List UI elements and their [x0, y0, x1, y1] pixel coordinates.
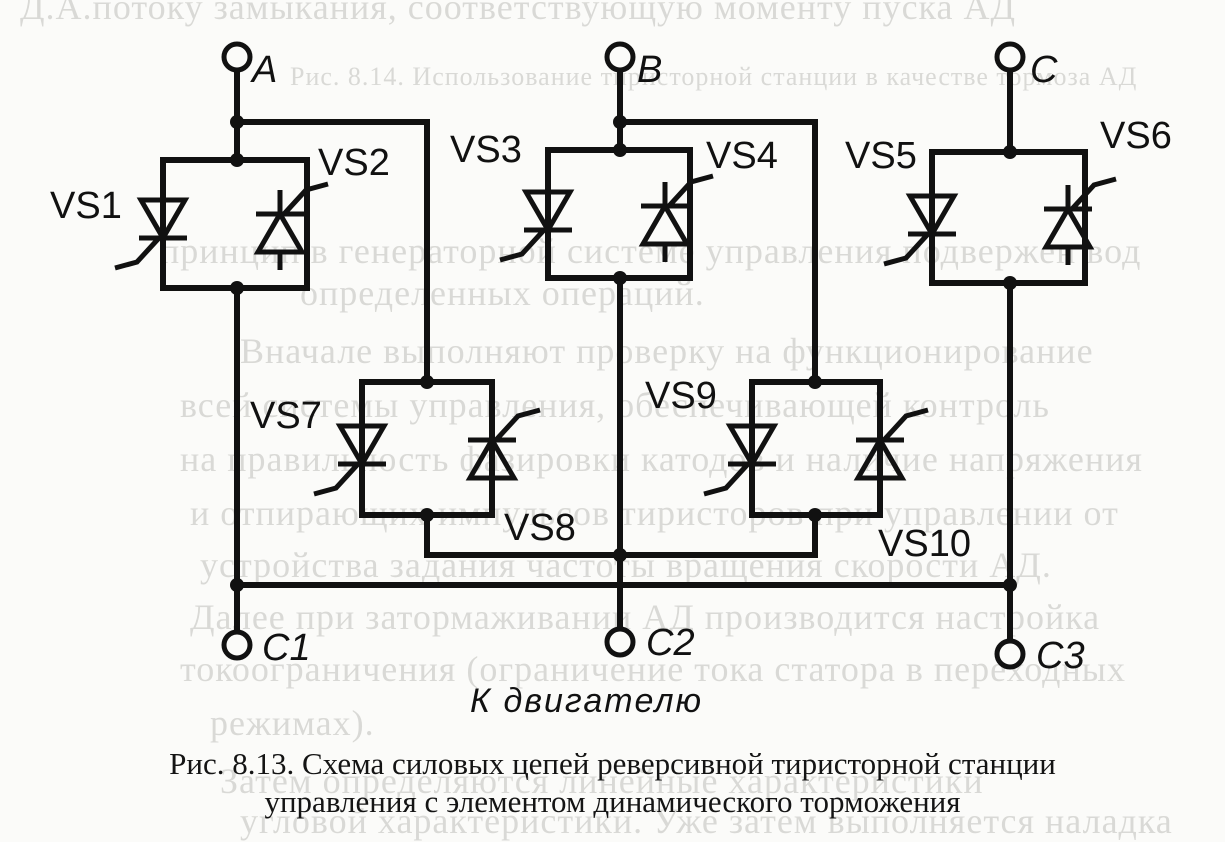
bleed-line-10: токоограничения (ограничение тока статор… — [180, 649, 1126, 689]
bleed-line-11: режимах). — [210, 703, 375, 743]
bleed-line-2: принцип в генераторной системе управлени… — [160, 231, 1142, 271]
terminal-c-circle — [994, 41, 1026, 73]
label-vs5: VS5 — [845, 135, 917, 177]
label-vs7: VS7 — [250, 395, 322, 437]
bleed-fig-ref: Рис. 8.14. Использование тиристорной ста… — [290, 62, 1138, 91]
bleed-line-1: Д.А.потоку замыкания, соответствующую мо… — [20, 0, 1017, 27]
label-vs8: VS8 — [504, 507, 576, 549]
terminal-c-label: C — [1030, 49, 1058, 91]
figure-caption-line-1: Рис. 8.13. Схема силовых цепей реверсивн… — [169, 746, 1056, 781]
bleed-line-7: и отпирающих импульсов тиристоров при уп… — [190, 493, 1119, 533]
thyristor-vs10-symbol — [856, 410, 928, 496]
terminal-c3-label: C3 — [1036, 635, 1085, 677]
label-vs10: VS10 — [878, 523, 971, 565]
page: Д.А.потоку замыкания, соответствующую мо… — [20, 0, 1172, 841]
bleed-line-9: Далее при затормаживании АД производится… — [190, 597, 1101, 637]
junction-dots — [230, 115, 1017, 592]
terminal-circles — [221, 41, 1026, 670]
thyristor-vs3-symbol — [500, 174, 572, 260]
thyristor-schematic: A B C VS1 VS2 VS3 VS4 VS5 VS6 VS7 VS8 VS… — [50, 41, 1172, 720]
terminal-b-label: B — [637, 49, 662, 91]
thyristor-vs5-symbol — [884, 178, 956, 264]
label-vs6: VS6 — [1100, 115, 1172, 157]
bleed-line-6: на правильность фазировки катодов и нали… — [180, 439, 1143, 479]
label-vs3: VS3 — [450, 129, 522, 171]
terminal-c1-label: C1 — [262, 627, 311, 669]
figure-caption-line-2: управления с элементом динамического тор… — [264, 784, 961, 819]
label-vs1: VS1 — [50, 185, 122, 227]
thyristor-vs7-symbol — [314, 408, 386, 494]
terminal-c2-label: C2 — [646, 622, 695, 664]
bleed-line-4: Вначале выполняют проверку на функционир… — [240, 331, 1094, 371]
terminal-b-circle — [604, 41, 636, 73]
terminal-c1-circle — [221, 629, 253, 661]
thyristor-vs1-symbol — [115, 182, 187, 268]
label-vs4: VS4 — [706, 135, 778, 177]
bleed-line-12: Затем определяются линейные характеристи… — [220, 761, 984, 801]
wiring — [160, 69, 1088, 643]
thyristor-vs6-symbol — [1044, 179, 1116, 265]
thyristor-vs9-symbol — [704, 408, 776, 494]
thyristor-vs4-symbol — [641, 176, 713, 262]
label-vs9: VS9 — [645, 375, 717, 417]
terminal-c3-circle — [994, 638, 1026, 670]
thyristor-vs8-symbol — [468, 410, 540, 496]
label-vs2: VS2 — [318, 142, 390, 184]
thyristor-vs2-symbol — [256, 184, 328, 270]
motor-label: К двигателю — [470, 682, 703, 720]
terminal-a-label: A — [250, 49, 277, 91]
terminal-a-circle — [221, 41, 253, 73]
terminal-c2-circle — [604, 626, 636, 658]
